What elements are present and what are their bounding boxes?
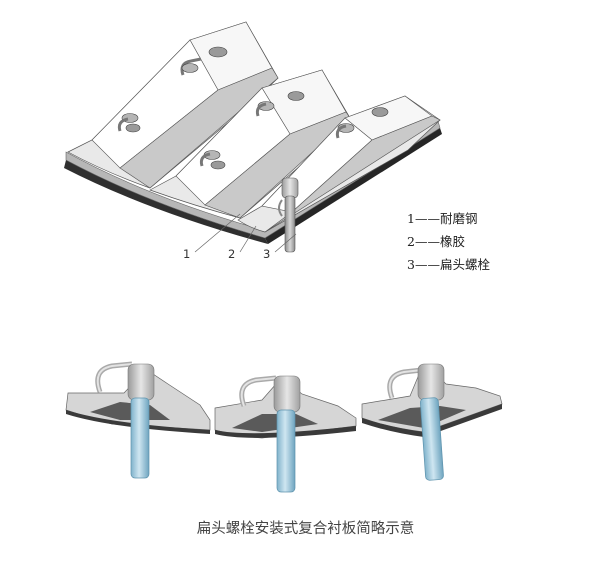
rubber-base-layer (64, 160, 268, 244)
legend-dash: —— (414, 257, 440, 272)
legend-item-rubber: 2——橡胶 (407, 231, 465, 250)
flat-head-bolt-cutaway (278, 177, 299, 253)
part-leader-lines (194, 213, 297, 253)
section-segment-2 (214, 375, 357, 493)
legend-item-flat-head-bolt: 3——扁头螺栓 (407, 254, 490, 273)
bottom-cross-section (65, 361, 503, 493)
figure-caption: 扁头螺栓安装式复合衬板简略示意 (196, 521, 415, 537)
steel-base-slab (65, 120, 441, 239)
legend-number: 1 (407, 211, 415, 226)
part-number-2: 2 (228, 247, 236, 261)
legend-number: 3 (407, 257, 415, 272)
top-liner-assembly (64, 21, 442, 253)
wear-plate-1 (67, 21, 279, 189)
legend-label: 橡胶 (439, 234, 465, 249)
section-segment-3 (361, 363, 503, 481)
legend-dash: —— (414, 234, 440, 249)
section-segment-1 (65, 361, 211, 479)
legend-number: 2 (407, 234, 415, 249)
legend-dash: —— (414, 211, 440, 226)
part-number-1: 1 (183, 247, 191, 261)
legend-item-wear-steel: 1——耐磨钢 (407, 208, 477, 227)
wear-plate-2 (149, 69, 351, 219)
wear-plate-3 (237, 95, 441, 253)
legend-label: 扁头螺栓 (439, 257, 490, 272)
legend-label: 耐磨钢 (439, 211, 478, 226)
part-number-3: 3 (263, 247, 271, 261)
